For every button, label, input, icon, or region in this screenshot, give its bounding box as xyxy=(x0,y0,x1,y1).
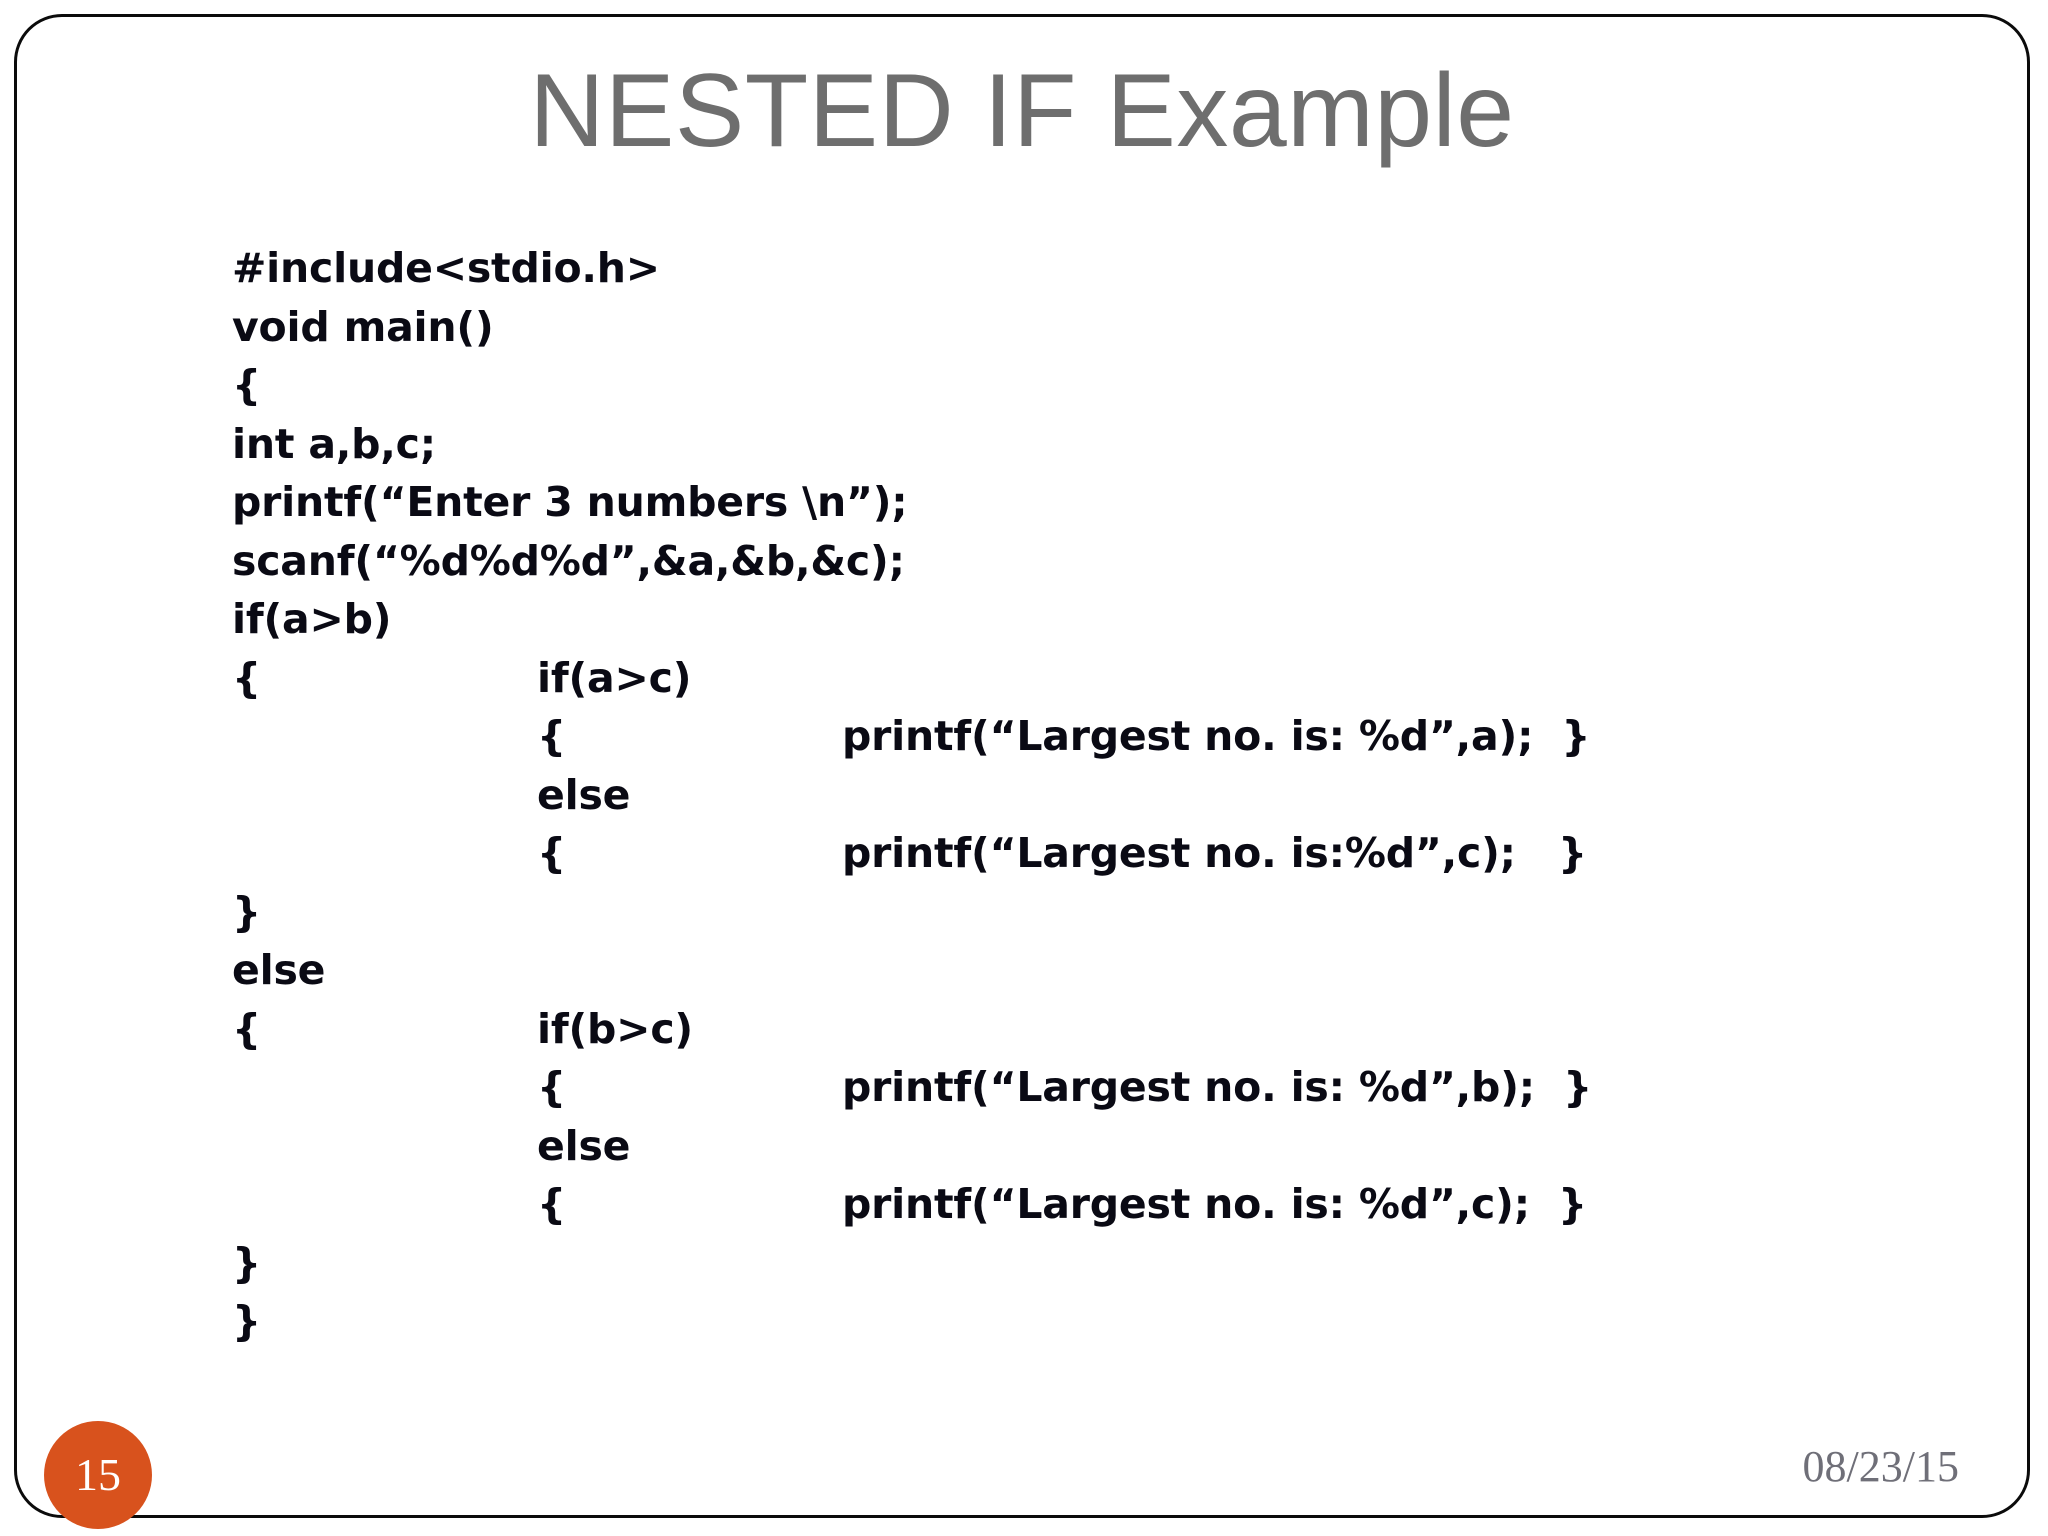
code-token: { xyxy=(537,1180,566,1228)
code-token: #include<stdio.h> xyxy=(232,244,660,292)
code-token: int a,b,c; xyxy=(232,419,436,468)
code-token: { xyxy=(232,1004,261,1053)
code-block: #include<stdio.h> void main() { int a,b,c; p… xyxy=(232,239,1972,1351)
code-token: printf(“Largest no. is: %d”,a); } xyxy=(842,712,1591,760)
code-token: if(a>b) xyxy=(232,595,392,643)
code-line: } xyxy=(232,883,1972,942)
code-line: scanf(“%d%d%d”,&a,&b,&c); xyxy=(232,532,1972,591)
code-line: { if(b>c) xyxy=(232,1000,1972,1059)
code-token: else xyxy=(537,1121,631,1170)
code-token: { xyxy=(537,829,566,877)
code-token: } xyxy=(232,887,261,936)
code-line: int a,b,c; xyxy=(232,415,1972,474)
code-token: printf(“Enter 3 numbers \n”); xyxy=(232,478,908,526)
footer-date: 08/23/15 xyxy=(1802,1442,1959,1491)
code-line: else xyxy=(232,766,1972,825)
code-line: } xyxy=(232,1292,1972,1351)
code-token: } xyxy=(232,1238,261,1287)
code-token: else xyxy=(232,946,326,994)
code-line: { printf(“Largest no. is: %d”,c); } xyxy=(232,1175,1972,1234)
code-line: #include<stdio.h> xyxy=(232,239,1972,298)
code-token: printf(“Largest no. is: %d”,c); } xyxy=(842,1180,1588,1228)
code-line: if(a>b) xyxy=(232,590,1972,649)
code-token: { xyxy=(537,1063,566,1111)
code-token: { xyxy=(232,653,261,702)
code-token: { xyxy=(232,361,261,409)
code-token: } xyxy=(232,1297,261,1345)
page-title: NESTED IF Example xyxy=(529,53,1515,169)
code-line: else xyxy=(232,941,1972,1000)
code-line: else xyxy=(232,1117,1972,1176)
code-line: printf(“Enter 3 numbers \n”); xyxy=(232,473,1972,532)
code-token: printf(“Largest no. is:%d”,c); } xyxy=(842,829,1588,877)
code-line: { printf(“Largest no. is:%d”,c); } xyxy=(232,824,1972,883)
code-line: void main() xyxy=(232,298,1972,357)
code-token: if(a>c) xyxy=(537,653,692,702)
page-number-badge: 15 xyxy=(44,1421,152,1529)
code-token: if(b>c) xyxy=(537,1004,693,1053)
slide-frame: NESTED IF Example #include<stdio.h> void … xyxy=(14,14,2030,1529)
code-token: { xyxy=(537,712,566,760)
code-line: } xyxy=(232,1234,1972,1293)
code-line: { if(a>c) xyxy=(232,649,1972,708)
code-token: else xyxy=(537,770,631,819)
code-line: { xyxy=(232,356,1972,415)
code-line: { printf(“Largest no. is: %d”,b); } xyxy=(232,1058,1972,1117)
code-token: printf(“Largest no. is: %d”,b); } xyxy=(842,1063,1593,1111)
code-token: void main() xyxy=(232,302,494,351)
code-line: { printf(“Largest no. is: %d”,a); } xyxy=(232,707,1972,766)
code-token: scanf(“%d%d%d”,&a,&b,&c); xyxy=(232,536,905,585)
